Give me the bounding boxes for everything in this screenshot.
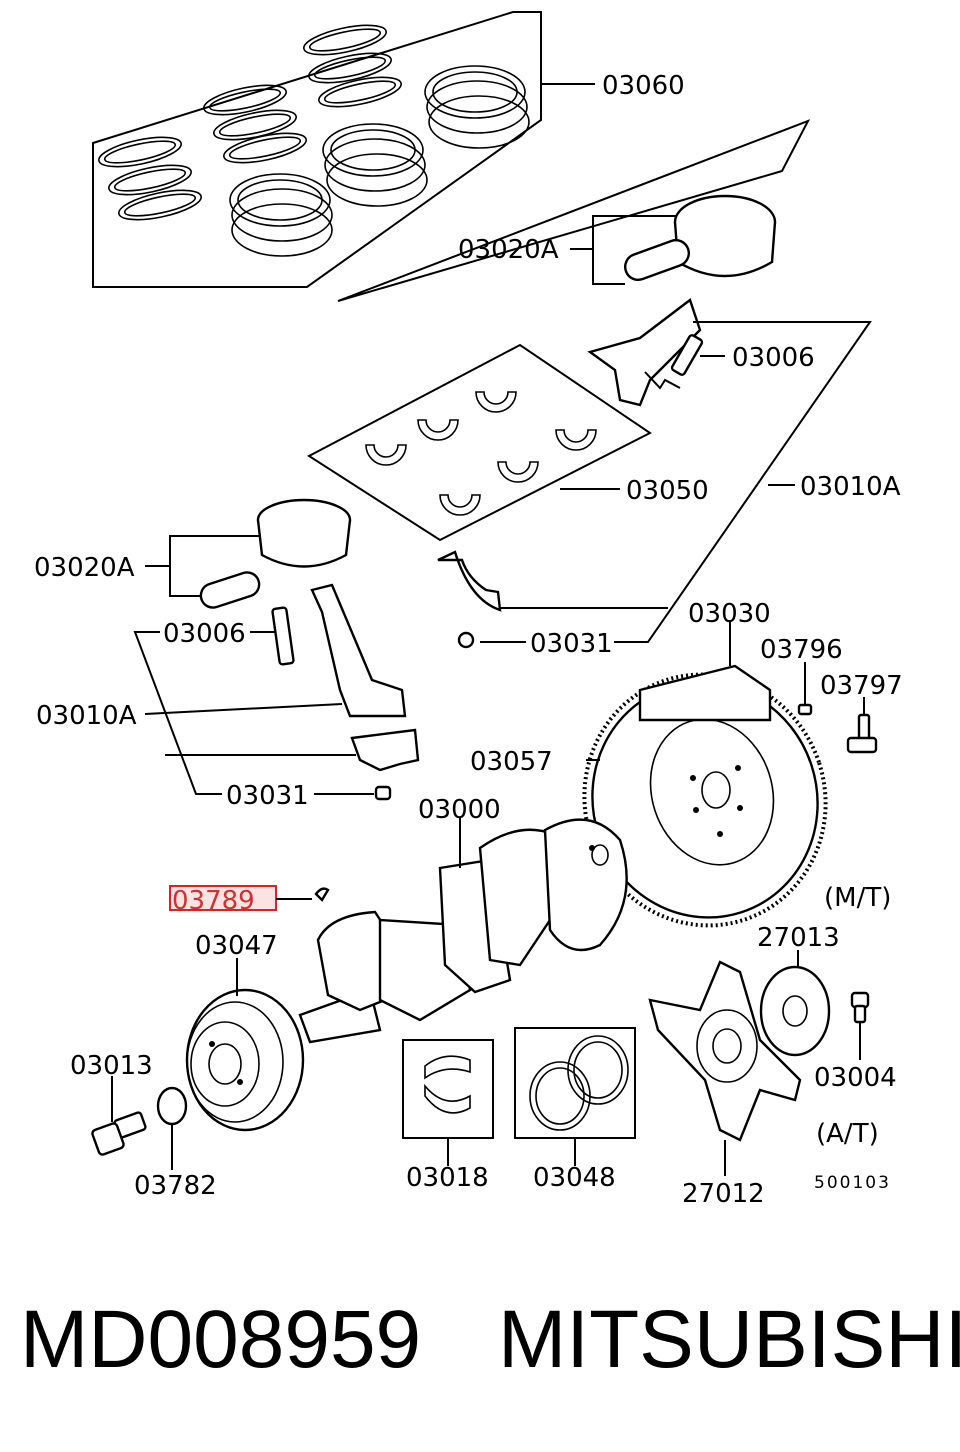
- callout-03010a-right: 03010A: [800, 472, 901, 502]
- diagram-code: 500103: [814, 1173, 891, 1193]
- bearing-set-outline: [307, 343, 652, 542]
- main-bearing-box: [402, 1039, 494, 1139]
- bearing-set-illustration: [365, 391, 597, 516]
- callout-03006-left: 03006: [163, 619, 246, 649]
- callout-03782: 03782: [134, 1171, 217, 1201]
- thrust-bearing-illustration: [529, 1035, 629, 1131]
- dowel-pin-illustration: [797, 703, 813, 716]
- callout-03013: 03013: [70, 1051, 153, 1081]
- main-bearing-illustration: [424, 1055, 471, 1114]
- callout-03047: 03047: [195, 931, 278, 961]
- callout-03020a-left: 03020A: [34, 553, 135, 583]
- piston-top-illustration: [624, 194, 777, 282]
- crank-pulley-bolt-illustration: [91, 1111, 147, 1156]
- woodruff-key-illustration: [314, 887, 330, 902]
- callout-27012: 27012: [682, 1179, 765, 1209]
- variant-manual-label: (M/T): [824, 883, 891, 913]
- callout-03789[interactable]: 03789: [172, 886, 255, 916]
- footer: MD008959 MITSUBISHI: [0, 1290, 960, 1400]
- callout-03050: 03050: [626, 476, 709, 506]
- variant-automatic-label: (A/T): [816, 1119, 879, 1149]
- callout-03796: 03796: [760, 635, 843, 665]
- callout-03010a-left: 03010A: [36, 701, 137, 731]
- adapter-plate-illustration: [759, 965, 831, 1057]
- brand-name: MITSUBISHI: [498, 1294, 960, 1385]
- callout-27013: 27013: [757, 923, 840, 953]
- flywheel-bolt-illustration: [846, 713, 878, 754]
- piston-ring-set-illustration: [92, 11, 542, 288]
- piston-left-illustration: [199, 498, 352, 609]
- callout-03020a-top: 03020A: [458, 235, 559, 265]
- callout-03031-right: 03031: [530, 629, 613, 659]
- callout-03048: 03048: [533, 1163, 616, 1193]
- drive-plate-illustration: [648, 960, 802, 1142]
- conrod-cap-right-illustration: [437, 550, 502, 649]
- crankshaft-illustration: [298, 818, 628, 1044]
- callout-03797: 03797: [820, 671, 903, 701]
- callout-03000: 03000: [418, 795, 501, 825]
- damper-pulley-illustration: [185, 988, 305, 1132]
- washer-illustration: [156, 1086, 188, 1126]
- callout-03018: 03018: [406, 1163, 489, 1193]
- conrod-right-illustration: [587, 298, 704, 407]
- callout-03031-left: 03031: [226, 781, 309, 811]
- callout-03057: 03057: [470, 747, 553, 777]
- callout-03030: 03030: [688, 599, 771, 629]
- conrod-left-illustration: [271, 583, 420, 801]
- part-number: MD008959: [20, 1294, 422, 1385]
- callout-03060: 03060: [602, 71, 685, 101]
- drive-plate-bolt-illustration: [850, 991, 870, 1024]
- piston-group-outline: [337, 119, 811, 302]
- callout-03004: 03004: [814, 1063, 897, 1093]
- callout-03006-right: 03006: [732, 343, 815, 373]
